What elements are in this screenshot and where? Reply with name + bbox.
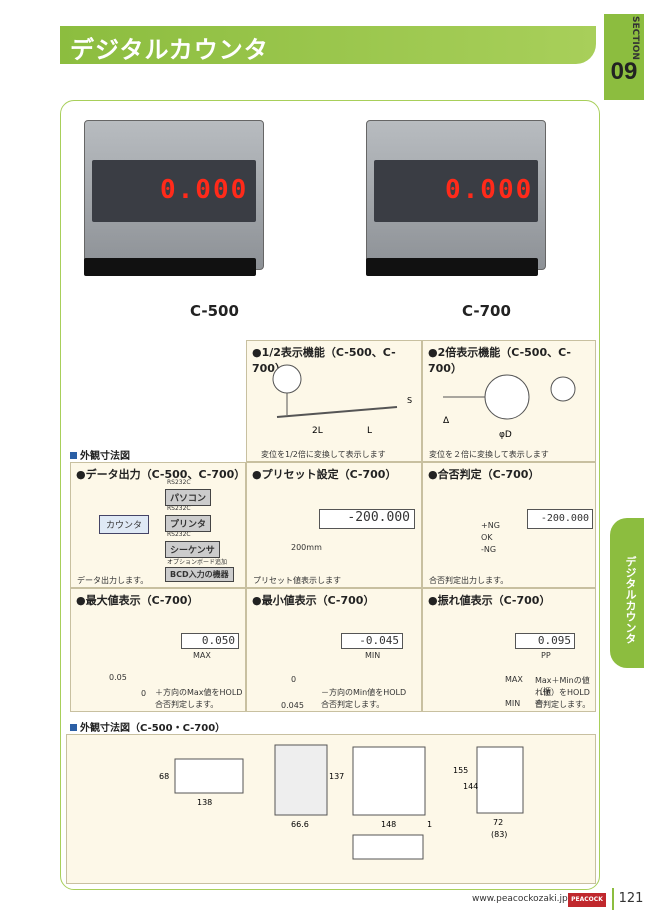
model-label-c700: C-700 [462,302,511,320]
judge-note: 合否判定出力します。 [429,576,509,585]
data-output-note: データ出力します。 [77,576,149,585]
tag-rs232c-2: RS232C [167,505,191,512]
preset-cell: ●プリセット設定（C-700） -200.000 200mm プリセット値表示し… [246,462,422,588]
preset-lcd: -200.000 [319,509,415,529]
tag-rs232c-1: RS232C [167,479,191,486]
out-box-sequencer: シーケンサ [165,541,220,558]
label-d: φD [499,430,512,440]
judge-cell: ●合否判定（C-700） -200.000 +NG OK -NG 合否判定出力し… [422,462,596,588]
preset-title: ●プリセット設定（C-700） [252,468,397,481]
min-cell: ●最小値表示（C-700） -0.045 MIN 0 0.045 －方向のMin… [246,588,422,712]
section-number: 09 [610,58,638,85]
outline-heading: 外観寸法図 [70,447,130,462]
out-box-printer: プリンタ [165,515,212,532]
footer-logo: PEACOCK [568,893,606,907]
max-cell: ●最大値表示（C-700） 0.050 MAX 0.05 0 ＋方向のMax値を… [70,588,246,712]
min-v1: 0 [291,675,297,684]
display-face-c500 [92,160,256,222]
max-lcd: 0.050 [181,633,239,649]
label-2l: 2L [312,426,323,436]
dimension-drawings: 138 68 137 66.6 148 1 155 144 72 (83) [159,744,524,860]
ptp-cell: ●振れ値表示（C-700） 0.095 PP MAX MIN Max＋Minの値… [422,588,596,712]
min-note2: 合否判定します。 [321,700,385,709]
counter-box: カウンタ [99,515,150,534]
judge-mark-ok: OK [481,533,493,542]
handle-c500 [84,258,256,276]
double-display-cell: ●2倍表示機能（C-500、C-700） Δ φD 変位を２倍に変換して表示しま… [422,340,596,462]
label-s: S [407,396,412,405]
label-delta: Δ [443,416,450,426]
max-note2: 合否判定します。 [155,700,219,709]
dim-66: 66.6 [291,820,309,829]
preset-dim: 200mm [291,543,322,552]
section-word: SECTION [630,16,640,60]
half-diagram: 2L L S [272,364,412,436]
dim-1: 1 [427,820,432,829]
judge-mark-plus: +NG [481,521,500,530]
ptp-lcd: 0.095 [515,633,575,649]
dim-68: 68 [159,772,169,781]
dim-83: (83) [491,830,507,839]
max-v2: 0 [141,689,147,698]
max-note1: ＋方向のMax値をHOLD [155,688,243,697]
judge-title: ●合否判定（C-700） [428,468,540,481]
dim-155: 155 [453,766,468,775]
section-tab [604,14,644,100]
dim-144: 144 [463,782,478,791]
half-display-cell: ●1/2表示機能（C-500、C-700） 2L L S 変位を1/2倍に変換し… [246,340,422,462]
out-box-pc: パソコン [165,489,212,506]
dim-72: 72 [493,818,503,827]
sidebar-label: デジタルカウンタ [624,556,637,644]
ptp-note2: れ値）をHOLD合 [535,688,590,708]
ptp-note1: Max＋Minの値（振 [535,676,590,696]
ptp-note3: 否判定します。 [535,700,591,709]
data-output-title: ●データ出力（C-500、C-700） [76,468,246,481]
double-title: ●2倍表示機能（C-500、C-700） [428,346,571,375]
double-diagram: Δ φD [443,374,576,440]
min-lcd: -0.045 [341,633,403,649]
sidebar-tab [610,518,644,668]
page-title: デジタルカウンタ [70,36,269,64]
dimension-area: 138 68 137 66.6 148 1 155 144 72 (83) [66,734,596,884]
min-mode: MIN [365,651,381,660]
page-number: 121 [612,888,648,910]
dim-138: 138 [197,798,212,807]
tag-rs232c-3: RS232C [167,531,191,538]
out-box-bcd: BCD入力の機器 [165,567,234,582]
min-title: ●最小値表示（C-700） [252,594,375,607]
model-label-c500: C-500 [190,302,239,320]
dim-148: 148 [381,820,396,829]
display-digits-c500: 0.000 [160,175,249,205]
dim-137: 137 [329,772,344,781]
label-l: L [367,426,372,436]
max-v1: 0.05 [109,673,127,682]
preset-note: プリセット値表示します [253,576,341,585]
ptp-mode: PP [541,651,551,660]
min-v2: 0.045 [281,701,304,710]
max-mode: MAX [193,651,211,660]
double-note: 変位を２倍に変換して表示します [429,450,549,459]
ptp-min-label: MIN [505,699,521,708]
handle-c700 [366,258,538,276]
outline2-heading: 外観寸法図（C-500・C-700） [70,719,225,734]
ptp-title: ●振れ値表示（C-700） [428,594,551,607]
display-digits-c700: 0.000 [445,175,534,205]
max-title: ●最大値表示（C-700） [76,594,199,607]
footer-url: www.peacockozaki.jp [472,894,568,904]
data-output-cell: ●データ出力（C-500、C-700） カウンタ パソコン プリンタ シーケンサ… [70,462,246,588]
tag-option: オプションボード追加 [167,559,228,566]
half-note: 変位を1/2倍に変換して表示します [261,450,386,459]
ptp-max-label: MAX [505,675,523,684]
title-banner: デジタルカウンタ [60,26,596,64]
display-face-c700 [374,160,538,222]
judge-mark-minus: -NG [481,545,497,554]
judge-lcd: -200.000 [527,509,593,529]
min-note1: －方向のMin値をHOLD [321,688,407,697]
